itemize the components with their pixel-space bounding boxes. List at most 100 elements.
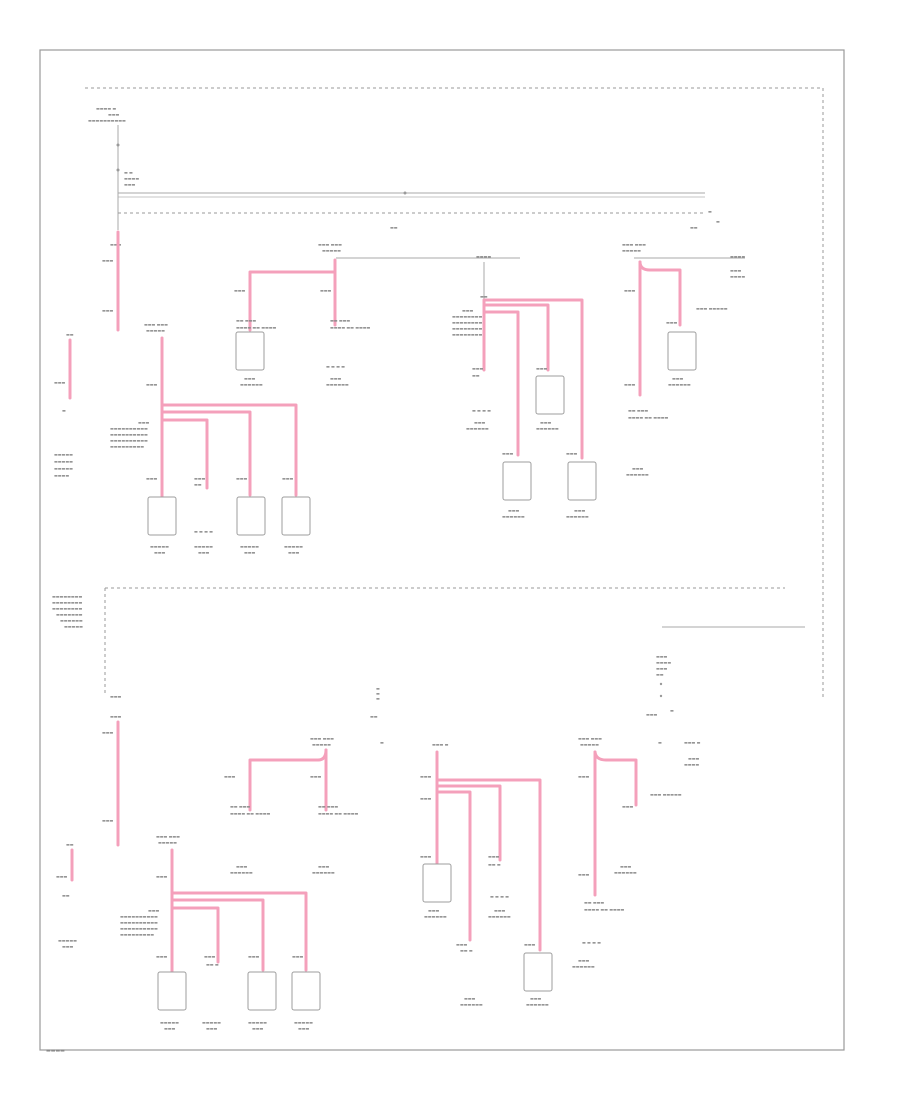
svg-text:▬▬▬▬▬▬: ▬▬▬▬▬▬ [626,472,649,477]
svg-text:▬▬: ▬▬ [656,672,664,677]
svg-text:▬▬▬▬▬▬▬▬▬▬: ▬▬▬▬▬▬▬▬▬▬ [120,920,158,925]
svg-text:▬▬▬▬▬▬: ▬▬▬▬▬▬ [566,514,589,519]
svg-text:▬▬▬: ▬▬▬ [656,666,668,671]
svg-text:▬▬▬: ▬▬▬ [420,854,432,859]
svg-text:▬▬▬ ▬▬▬▬▬: ▬▬▬ ▬▬▬▬▬ [650,792,682,797]
svg-text:▬▬▬▬▬▬: ▬▬▬▬▬▬ [230,870,253,875]
svg-text:▬▬▬: ▬▬▬ [622,804,634,809]
svg-text:▬▬▬▬▬: ▬▬▬▬▬ [322,248,341,253]
svg-text:▬▬▬▬▬: ▬▬▬▬▬ [580,742,599,747]
svg-text:▬▬▬: ▬▬▬ [508,508,520,513]
top-splice-group-3: ▬▬▬ ▬▬▬ ▬▬▬▬▬ ▬▬▬▬ ▬▬▬ ▬▬▬ ▬▬▬ ▬▬▬▬▬ ▬▬▬… [622,242,745,477]
svg-text:▬▬▬▬▬▬: ▬▬▬▬▬▬ [60,618,83,623]
bottom-left-splice-group: ▬▬▬ ▬▬▬ ▬▬▬▬▬ ▬▬▬ ▬▬▬ ▬▬▬▬▬▬▬▬▬▬ ▬▬▬▬▬▬▬… [120,834,321,1031]
svg-text:▬▬▬▬▬▬▬▬: ▬▬▬▬▬▬▬▬ [452,320,482,325]
svg-text:▬▬▬: ▬▬▬ [56,874,68,879]
svg-text:▬▬: ▬▬ [66,842,74,847]
svg-text:▬▬▬▬ ▬▬ ▬▬▬▬: ▬▬▬▬ ▬▬ ▬▬▬▬ [318,811,359,816]
svg-text:▬ ▬ ▬ ▬: ▬ ▬ ▬ ▬ [194,529,213,534]
svg-text:▬▬▬▬▬: ▬▬▬▬▬ [194,544,213,549]
svg-text:▬▬▬: ▬▬▬ [102,308,114,313]
svg-text:▬▬▬: ▬▬▬ [488,854,500,859]
svg-text:▬▬▬: ▬▬▬ [156,954,168,959]
svg-text:▬▬▬: ▬▬▬ [198,550,210,555]
svg-text:▬▬: ▬▬ [480,294,488,299]
svg-text:▬ ▬ ▬ ▬: ▬ ▬ ▬ ▬ [582,940,601,945]
svg-text:▬▬▬: ▬▬▬ [428,908,440,913]
svg-text:▬▬▬: ▬▬▬ [102,818,114,823]
svg-text:▬▬▬: ▬▬▬ [164,1026,176,1031]
svg-text:▬▬ ▬▬▬: ▬▬ ▬▬▬ [236,318,256,323]
svg-text:▬▬▬: ▬▬▬ [236,476,248,481]
component-box [247,971,277,1011]
svg-text:▬▬▬▬▬: ▬▬▬▬▬ [54,466,73,471]
svg-text:▬▬ ▬▬▬: ▬▬ ▬▬▬ [628,408,648,413]
svg-text:▬: ▬ [708,209,712,214]
svg-text:▬▬▬▬▬▬▬▬▬▬: ▬▬▬▬▬▬▬▬▬▬ [110,426,148,431]
svg-text:▬▬▬▬ ▬: ▬▬▬▬ ▬ [96,106,116,111]
svg-text:▬▬▬: ▬▬▬ [248,954,260,959]
top-splice-group-2: ▬▬▬▬ ▬▬ ▬▬▬ ▬▬▬▬▬▬▬▬ ▬▬▬▬▬▬▬▬ ▬▬▬▬▬▬▬▬ ▬… [452,254,597,519]
svg-text:▬▬: ▬▬ [390,225,398,230]
bottom-splice-group-2: ▬▬▬ ▬ ▬▬▬ ▬▬▬ ▬▬▬ ▬▬▬ ▬▬▬▬▬▬ ▬▬▬ ▬▬ ▬ ▬ … [420,742,553,1007]
svg-text:▬▬ ▬: ▬▬ ▬ [488,862,501,867]
svg-text:▬▬▬ ▬▬▬: ▬▬▬ ▬▬▬ [144,322,168,327]
svg-text:▬▬▬▬ ▬▬ ▬▬▬▬: ▬▬▬▬ ▬▬ ▬▬▬▬ [236,325,277,330]
svg-text:▬▬▬▬▬: ▬▬▬▬▬ [54,459,73,464]
svg-text:▬▬▬: ▬▬▬ [102,730,114,735]
svg-text:▬▬▬▬▬: ▬▬▬▬▬ [158,840,177,845]
svg-text:▬▬▬: ▬▬▬ [194,476,206,481]
component-box [567,461,597,501]
svg-text:▬▬▬: ▬▬▬ [320,288,332,293]
svg-text:▬▬▬: ▬▬▬ [318,864,330,869]
svg-text:▬: ▬ [376,686,380,691]
svg-text:▬▬▬: ▬▬▬ [530,996,542,1001]
svg-text:▬▬▬: ▬▬▬ [234,288,246,293]
svg-text:▬▬▬: ▬▬▬ [292,954,304,959]
svg-text:▬▬▬▬: ▬▬▬▬ [54,473,69,478]
svg-text:▬▬▬: ▬▬▬ [110,242,122,247]
svg-text:▬▬▬▬▬▬: ▬▬▬▬▬▬ [502,514,525,519]
component-box [422,863,452,903]
svg-text:▬▬▬▬▬▬▬▬▬▬: ▬▬▬▬▬▬▬▬▬▬ [120,926,158,931]
svg-text:▬▬▬: ▬▬▬ [138,420,150,425]
component-box [523,952,553,992]
svg-text:▬▬▬▬▬▬: ▬▬▬▬▬▬ [572,964,595,969]
svg-text:▬: ▬ [62,408,66,413]
left-sensor-top: ▬▬ ▬▬▬ ▬ ▬▬▬▬▬ ▬▬▬▬▬ ▬▬▬▬▬ ▬▬▬▬ [54,332,74,478]
svg-text:▬▬▬ ▬▬▬▬▬: ▬▬▬ ▬▬▬▬▬ [696,306,728,311]
svg-text:▬▬▬: ▬▬▬ [252,1026,264,1031]
svg-text:▬▬▬▬▬▬▬▬▬▬: ▬▬▬▬▬▬▬▬▬▬ [120,914,158,919]
svg-text:▬▬▬: ▬▬▬ [624,288,636,293]
svg-text:▬▬▬: ▬▬▬ [206,1026,218,1031]
svg-text:▬: ▬ [716,219,720,224]
svg-text:▬▬▬: ▬▬▬ [666,320,678,325]
svg-text:▬: ▬ [376,691,380,696]
svg-text:▬▬▬: ▬▬▬ [624,382,636,387]
component-box [535,375,565,415]
svg-text:▬▬▬▬▬▬: ▬▬▬▬▬▬ [326,382,349,387]
svg-text:▬▬▬▬▬▬: ▬▬▬▬▬▬ [466,426,489,431]
svg-text:▬▬▬ ▬▬▬: ▬▬▬ ▬▬▬ [156,834,180,839]
svg-text:▬▬▬▬: ▬▬▬▬ [124,176,139,181]
svg-text:▬▬▬: ▬▬▬ [688,756,700,761]
bottom-splice-group-3: ▬▬▬ ▬▬▬ ▬▬▬▬▬ ▬▬▬ ▬▬▬ ▬▬▬ ▬▬▬▬▬ ▬▬▬ ▬▬▬▬… [572,736,682,969]
top-left-splice-group: ▬▬▬ ▬▬▬ ▬▬▬▬▬ ▬▬▬ ▬▬▬ ▬▬▬▬▬▬▬▬▬▬ ▬▬▬▬▬▬▬… [110,322,311,555]
top-splice-group-1: ▬▬▬ ▬▬▬ ▬▬▬▬▬ ▬▬▬ ▬▬▬ ▬▬ ▬▬▬ ▬▬▬▬ ▬▬ ▬▬▬… [234,242,520,387]
svg-text:▬▬▬: ▬▬▬ [472,366,484,371]
svg-text:▬▬▬: ▬▬▬ [620,864,632,869]
svg-text:▬▬▬▬▬▬: ▬▬▬▬▬▬ [460,1002,483,1007]
svg-text:▬▬▬ ▬▬▬: ▬▬▬ ▬▬▬ [622,242,646,247]
svg-text:▬▬▬▬: ▬▬▬▬ [684,762,699,767]
svg-text:▬▬▬: ▬▬▬ [574,508,586,513]
component-box [281,496,311,536]
svg-text:▬▬ ▬▬▬: ▬▬ ▬▬▬ [230,804,250,809]
svg-text:▬▬▬▬▬▬: ▬▬▬▬▬▬ [312,870,335,875]
svg-text:▬▬▬: ▬▬▬ [288,550,300,555]
svg-text:▬: ▬ [658,740,662,745]
svg-text:▬▬ ▬: ▬▬ ▬ [206,962,219,967]
svg-text:▬▬▬: ▬▬▬ [730,268,742,273]
svg-text:▬▬▬: ▬▬▬ [656,654,668,659]
svg-text:▬▬▬▬▬: ▬▬▬▬▬ [160,1020,179,1025]
svg-text:▬▬▬: ▬▬▬ [298,1026,310,1031]
